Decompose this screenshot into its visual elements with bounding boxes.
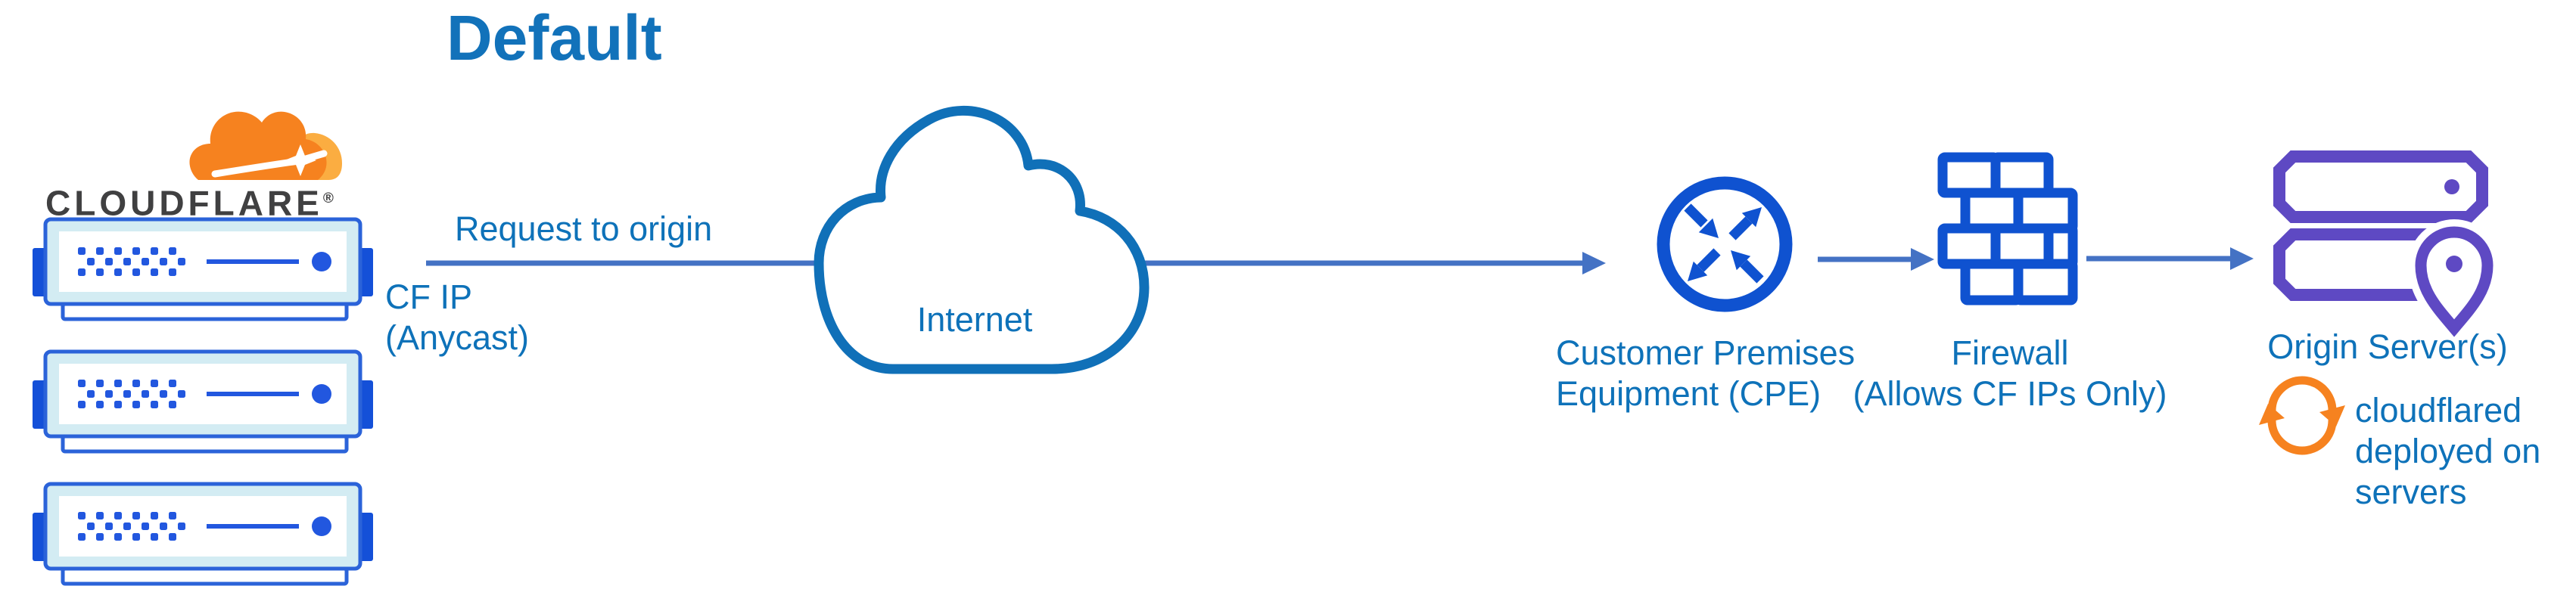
diagram-title: Default <box>446 2 662 73</box>
router-arrows-icon <box>1657 176 1793 312</box>
cloudflare-server-stack-icon <box>33 219 373 584</box>
cloudflare-wordmark: CLOUDFLARE® <box>45 180 334 222</box>
server-icon <box>33 219 373 319</box>
server-icon <box>33 484 373 584</box>
server-icon <box>33 352 373 451</box>
arrow-cpe-to-firewall <box>1818 248 1934 271</box>
origin-servers-label: Origin Server(s) <box>2267 327 2508 366</box>
sync-arrows-icon <box>2259 376 2345 455</box>
request-to-origin-label: Request to origin <box>455 209 713 248</box>
registered-trademark-symbol: ® <box>322 191 334 206</box>
cpe-label: Customer Premises Equipment (CPE) <box>1556 333 1856 413</box>
brick-wall-icon <box>1937 152 2078 305</box>
cloudflared-label: cloudflared deployed on servers <box>2355 391 2541 511</box>
arrow-firewall-to-origin <box>2086 247 2254 270</box>
firewall-label: Firewall (Allows CF IPs Only) <box>1853 333 2167 413</box>
internet-label: Internet <box>916 300 1033 339</box>
cf-ip-anycast-label: CF IP (Anycast) <box>385 278 530 357</box>
cloudflare-logo-icon <box>189 111 342 180</box>
origin-server-location-icon <box>2273 150 2501 349</box>
location-pin-icon <box>2415 226 2494 337</box>
cloudflare-wordmark-text: CLOUDFLARE <box>45 183 323 223</box>
internet-cloud-icon <box>814 105 1150 374</box>
